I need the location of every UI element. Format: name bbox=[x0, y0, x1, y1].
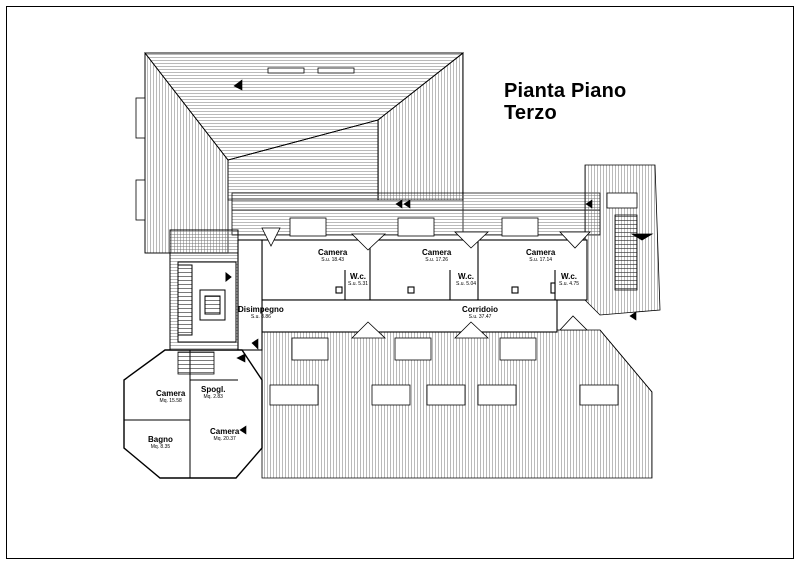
right-stair-tower bbox=[584, 164, 661, 316]
room-area: Mq. 2.83 bbox=[203, 394, 223, 400]
room-name: Bagno bbox=[148, 435, 173, 444]
room-name: Camera bbox=[318, 248, 348, 257]
room-label-wc-2: W.c. S.u. 5.04 bbox=[456, 272, 476, 287]
room-name: Camera bbox=[210, 427, 240, 436]
room-label-camera-2: Camera S.u. 17.26 bbox=[422, 248, 451, 263]
room-label-camera-1: Camera S.u. 18.43 bbox=[318, 248, 347, 263]
room-area: S.u. 17.14 bbox=[529, 257, 553, 263]
room-name: W.c. bbox=[561, 272, 578, 281]
room-name: Corridoio bbox=[462, 305, 498, 314]
lower-roof bbox=[261, 329, 653, 479]
room-name: W.c. bbox=[350, 272, 367, 281]
room-label-wc-3: W.c. S.u. 4.75 bbox=[559, 272, 579, 287]
room-name: Spogl. bbox=[201, 385, 226, 394]
room-area: S.u. 5.31 bbox=[348, 281, 369, 287]
room-area: S.u. 17.26 bbox=[425, 257, 449, 263]
room-label-bagno: Bagno Mq. 8.35 bbox=[148, 435, 173, 450]
room-name: Camera bbox=[422, 248, 452, 257]
room-area: Mq. 15.58 bbox=[159, 398, 182, 404]
room-area: S.u. 8.86 bbox=[250, 314, 271, 320]
room-area: S.u. 18.43 bbox=[321, 257, 345, 263]
plan-title-line-1: Pianta Piano bbox=[504, 80, 627, 102]
room-label-camera-tower-1: Camera Mq. 15.58 bbox=[156, 389, 185, 404]
room-area: Mq. 8.35 bbox=[150, 444, 171, 450]
plan-title-line-2: Terzo bbox=[504, 102, 557, 124]
room-area: S.u. 5.04 bbox=[456, 281, 477, 287]
drawing-frame bbox=[6, 6, 794, 559]
left-core bbox=[169, 229, 239, 351]
room-label-camera-3: Camera S.u. 17.14 bbox=[526, 248, 555, 263]
room-label-camera-tower-2: Camera Mq. 20.37 bbox=[210, 427, 239, 442]
room-name: Camera bbox=[156, 389, 186, 398]
upper-roof-band bbox=[231, 192, 601, 237]
octagonal-tower bbox=[123, 349, 263, 479]
section-markers bbox=[233, 79, 637, 435]
room-label-disimpegno: Disimpegno S.u. 8.86 bbox=[238, 305, 284, 320]
room-name: W.c. bbox=[458, 272, 475, 281]
room-name: Camera bbox=[526, 248, 556, 257]
room-label-spogliatoio: Spogl. Mq. 2.83 bbox=[201, 385, 225, 400]
room-area: S.u. 4.75 bbox=[559, 281, 580, 287]
room-label-wc-1: W.c. S.u. 5.31 bbox=[348, 272, 368, 287]
room-area: S.u. 37.47 bbox=[468, 314, 492, 320]
dormers bbox=[261, 227, 591, 361]
room-label-corridoio: Corridoio S.u. 37.47 bbox=[462, 305, 498, 320]
room-name: Disimpegno bbox=[238, 305, 284, 314]
room-area: Mq. 20.37 bbox=[213, 436, 236, 442]
rooms-block bbox=[237, 239, 588, 351]
